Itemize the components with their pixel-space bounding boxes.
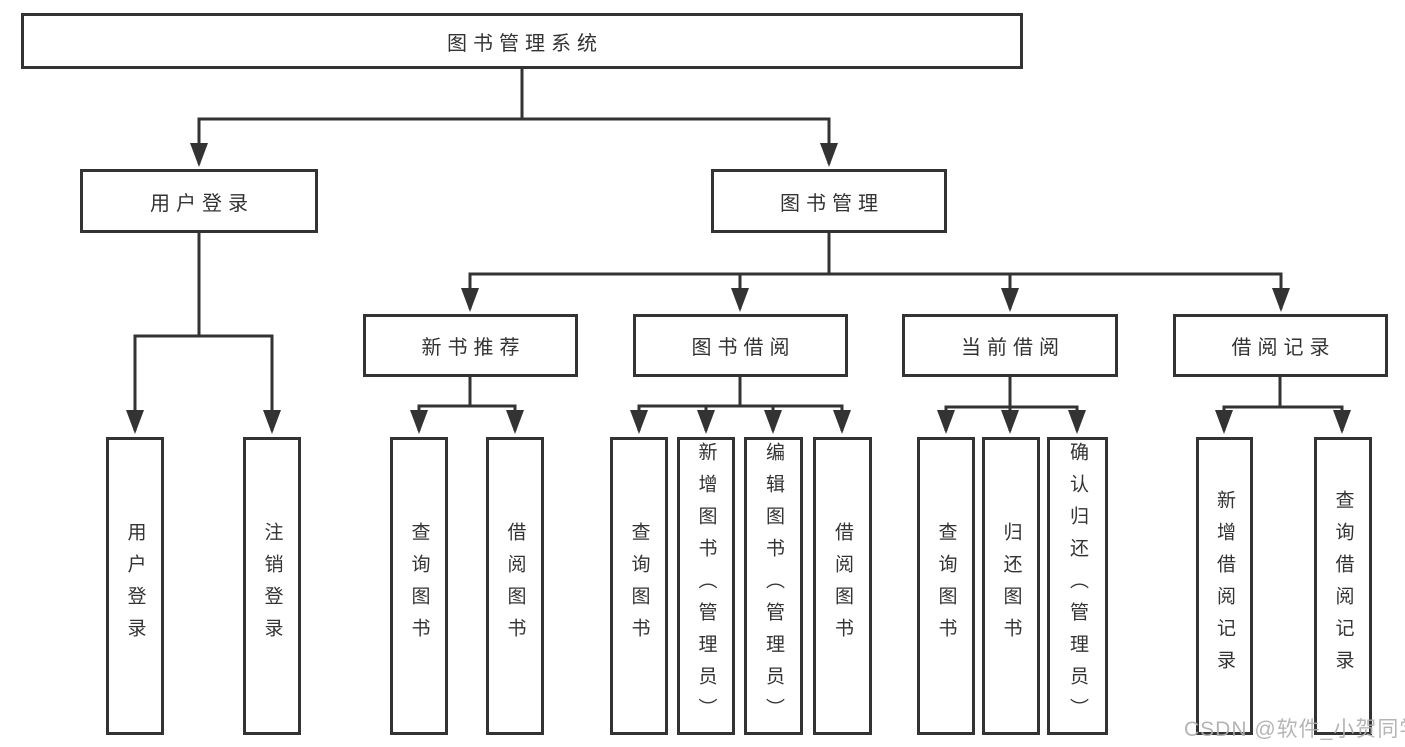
leaf-logout: 注销登录 — [243, 437, 301, 735]
connector-stems — [133, 67, 1344, 409]
leaf-user-login: 用户登录 — [106, 437, 164, 735]
node-library-system: 图书管理系统 — [21, 13, 1023, 69]
leaf-recommend-borrow-books: 借阅图书 — [486, 437, 544, 735]
csdn-watermark: CSDN @软件_小贺同学 — [1184, 718, 1405, 741]
node-user-login: 用户登录 — [80, 169, 318, 233]
leaf-current-confirm-return-admin: 确认归还（管理员） — [1047, 437, 1108, 735]
leaf-borrowing-query-books: 查询图书 — [610, 437, 668, 735]
leaf-recommend-query-books: 查询图书 — [390, 437, 448, 735]
leaf-current-query-books: 查询图书 — [917, 437, 975, 735]
node-book-management: 图书管理 — [711, 169, 947, 233]
leaf-current-return-books: 归还图书 — [982, 437, 1040, 735]
node-borrowing-records: 借阅记录 — [1173, 314, 1388, 377]
leaf-records-add-record: 新增借阅记录 — [1196, 437, 1253, 735]
leaf-borrowing-edit-books-admin: 编辑图书（管理员） — [744, 437, 803, 735]
node-new-book-recommendation: 新书推荐 — [363, 314, 578, 377]
leaf-records-query-record: 查询借阅记录 — [1314, 437, 1372, 735]
leaf-borrowing-add-books-admin: 新增图书（管理员） — [677, 437, 735, 735]
node-book-borrowing: 图书借阅 — [633, 314, 848, 377]
node-current-borrowing: 当前借阅 — [902, 314, 1118, 377]
leaf-borrowing-borrow-books: 借阅图书 — [813, 437, 872, 735]
